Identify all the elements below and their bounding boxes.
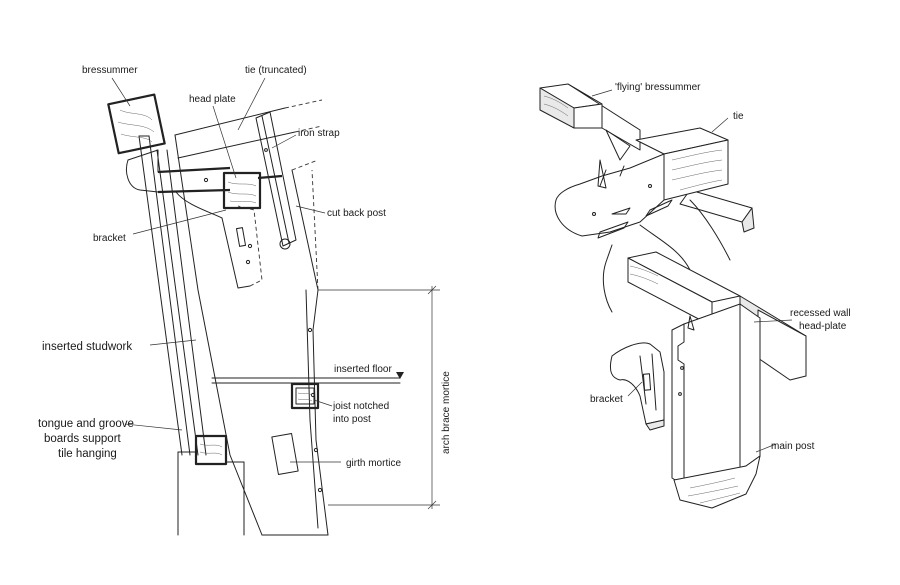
label-iron-strap: iron strap	[298, 128, 340, 139]
left-elevation-diagram: bressummer tie (truncated) head plate ir…	[38, 65, 452, 536]
label-arch-brace-mortice: arch brace mortice	[441, 371, 452, 454]
girth-mortice-rect	[271, 433, 299, 475]
label-bracket-left: bracket	[93, 233, 126, 244]
label-main-post: main post	[771, 441, 815, 452]
right-leader-lines	[591, 89, 793, 453]
label-joist-notched-line2: into post	[333, 414, 371, 425]
head-plate-exploded	[554, 153, 731, 313]
label-tongue-groove-line1: tongue and groove	[38, 418, 134, 430]
label-inserted-studwork: inserted studwork	[42, 341, 132, 353]
label-tie-truncated: tie (truncated)	[245, 65, 307, 76]
label-head-plate: head plate	[189, 94, 236, 105]
label-cut-back-post: cut back post	[327, 208, 386, 219]
bracket-dashed	[175, 177, 263, 289]
head-plate-section	[222, 171, 262, 210]
label-tongue-groove-line3: tile hanging	[58, 448, 117, 460]
bracket-exploded	[609, 342, 665, 431]
rear-beam	[679, 189, 755, 233]
label-bressummer: bressummer	[82, 65, 138, 76]
joist-section	[290, 382, 320, 410]
label-tongue-groove-line2: boards support	[44, 433, 122, 445]
label-tie: tie	[733, 111, 744, 122]
label-joist-notched-line1: joist notched	[332, 401, 389, 412]
tie-block	[635, 127, 729, 201]
lower-post	[177, 434, 245, 536]
head-plate-beam	[126, 149, 283, 194]
right-exploded-diagram: 'flying' bressummer tie recessed wall he…	[539, 82, 851, 509]
label-recessed-wall-line2: head-plate	[799, 321, 847, 332]
tie-member	[174, 99, 323, 159]
bressummer-section	[107, 93, 166, 155]
main-post	[671, 303, 761, 509]
left-leader-lines	[111, 77, 341, 463]
label-bracket-right: bracket	[590, 394, 623, 405]
label-inserted-floor: inserted floor	[334, 364, 392, 375]
cut-back-post	[174, 134, 329, 536]
label-girth-mortice: girth mortice	[346, 458, 401, 469]
recessed-wall-head-plate	[627, 251, 807, 381]
label-flying-bressummer: 'flying' bressummer	[615, 82, 701, 93]
label-recessed-wall-line1: recessed wall	[790, 308, 851, 319]
flying-bressummer-beam	[539, 83, 641, 161]
arch-brace-dimension	[318, 285, 440, 510]
floor-level-marker-icon	[396, 372, 404, 379]
iron-strap	[255, 111, 297, 250]
inserted-studwork-strip	[138, 135, 207, 456]
